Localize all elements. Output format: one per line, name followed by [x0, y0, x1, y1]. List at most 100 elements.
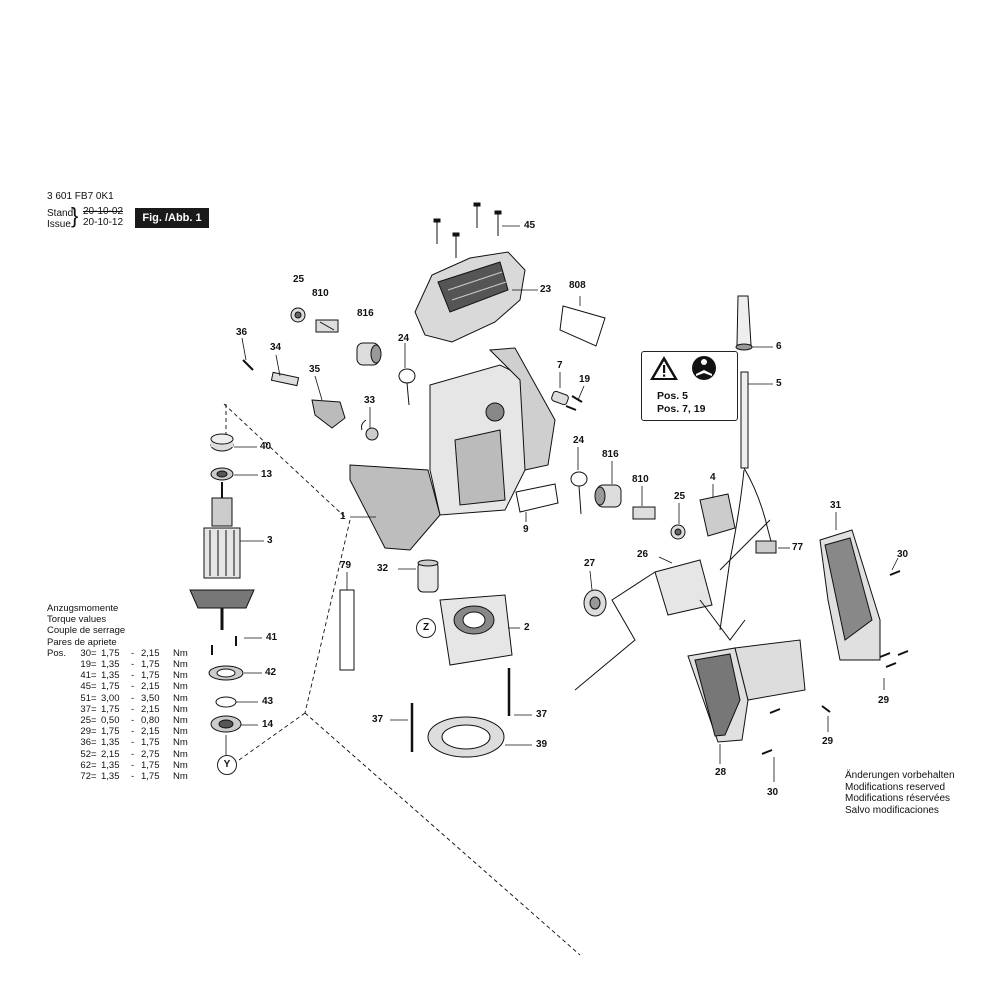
torque-max: 2,15 [141, 681, 160, 693]
torque-dash: - [131, 759, 135, 771]
torque-min: 1,35 [101, 659, 120, 671]
callout-25-left: 25 [293, 274, 305, 285]
callout-34: 34 [270, 342, 282, 353]
callout-808: 808 [569, 280, 586, 291]
screws-41 [211, 636, 237, 655]
torque-dash: - [131, 737, 135, 749]
torque-min: 2,15 [101, 748, 120, 760]
torque-num: 19 [80, 659, 91, 671]
torque-eq: = [91, 703, 97, 715]
torque-max: 2,15 [141, 726, 160, 738]
torque-min: 1,75 [101, 647, 120, 659]
callout-5: 5 [776, 378, 782, 389]
armature-3 [189, 482, 255, 630]
brush-cap-25-right [670, 524, 686, 540]
brush-cap-25-left [290, 307, 306, 323]
warning-line-1: Pos. 5 [657, 390, 688, 402]
ball-bearing-13 [210, 467, 234, 481]
callout-45: 45 [524, 220, 536, 231]
fan-adapter-32 [417, 559, 439, 593]
callout-31: 31 [830, 500, 842, 511]
torque-num: 52 [80, 748, 91, 760]
callout-24-left: 24 [398, 333, 410, 344]
callout-816-right: 816 [602, 449, 619, 460]
torque-max: 0,80 [141, 715, 160, 727]
torque-max: 1,75 [141, 737, 160, 749]
callout-30-bottom: 30 [767, 787, 779, 798]
torque-dash: - [131, 703, 135, 715]
modifications-de: Änderungen vorbehalten [845, 770, 955, 781]
callout-79: 79 [340, 560, 352, 571]
callout-27: 27 [584, 558, 596, 569]
torque-min: 1,35 [101, 771, 120, 783]
torque-eq: = [91, 759, 97, 771]
torque-table: Anzugsmomente Torque values Couple de se… [47, 603, 197, 782]
torque-eq: = [91, 670, 97, 682]
torque-num: 36 [80, 737, 91, 749]
torque-num: 51 [80, 692, 91, 704]
torque-eq: = [91, 692, 97, 704]
torque-max: 2,15 [141, 703, 160, 715]
callout-37-right: 37 [536, 709, 548, 720]
callout-2: 2 [524, 622, 530, 633]
connector-77 [755, 540, 777, 554]
callout-39: 39 [536, 739, 548, 750]
torque-unit: Nm [173, 659, 188, 671]
torque-dash: - [131, 647, 135, 659]
stand-date: 20-10-02 [83, 206, 124, 217]
torque-min: 1,35 [101, 670, 120, 682]
date-stamp: 20-10-02 20-10-12 [83, 206, 123, 228]
torque-heading-en: Torque values [47, 614, 107, 626]
modifications-note: Änderungen vorbehalten Modifications res… [845, 770, 955, 816]
torque-num: 30 [80, 647, 91, 659]
issue-date: 20-10-12 [83, 217, 124, 228]
torque-num: 25 [80, 715, 91, 727]
torque-max: 2,75 [141, 748, 160, 760]
torque-num: 37 [80, 703, 91, 715]
torque-dash: - [131, 715, 135, 727]
torque-unit: Nm [173, 748, 188, 760]
screws-29-30 [761, 570, 909, 755]
screws-top-45 [433, 202, 502, 258]
torque-eq: = [91, 726, 97, 738]
callout-4: 4 [710, 472, 716, 483]
callout-36: 36 [236, 327, 248, 338]
torque-pos: Pos. [47, 647, 67, 659]
torque-num: 45 [80, 681, 91, 693]
spring-24-right [570, 471, 588, 515]
torque-max: 1,75 [141, 759, 160, 771]
modifications-fr: Modifications réservées [845, 793, 951, 804]
torque-row: 37= 1,75-2,15 Nm [47, 704, 197, 715]
torque-min: 1,75 [101, 703, 120, 715]
stator-2 [439, 594, 513, 666]
torque-max: 1,75 [141, 670, 160, 682]
label-808 [559, 305, 606, 347]
cable-rod-5 [719, 371, 773, 631]
modifications-en: Modifications reserved [845, 781, 946, 793]
spring-24-left [398, 368, 416, 406]
cable-sleeve-6 [735, 295, 753, 351]
torque-max: 3,50 [141, 692, 160, 704]
torque-unit: Nm [173, 647, 188, 659]
torque-unit: Nm [173, 703, 188, 715]
callout-19: 19 [579, 374, 591, 385]
torque-eq: = [91, 771, 97, 783]
callout-26: 26 [637, 549, 649, 560]
leader-lines [225, 225, 899, 782]
torque-num: 62 [80, 759, 91, 771]
label-9 [515, 483, 559, 513]
handle-half-31 [819, 529, 881, 661]
motor-housing-1 [349, 347, 556, 551]
screws-19 [565, 395, 583, 411]
torque-eq: = [91, 659, 97, 671]
torque-eq: = [91, 737, 97, 749]
callout-9: 9 [523, 524, 529, 535]
callout-6: 6 [776, 341, 782, 352]
torque-dash: - [131, 748, 135, 760]
